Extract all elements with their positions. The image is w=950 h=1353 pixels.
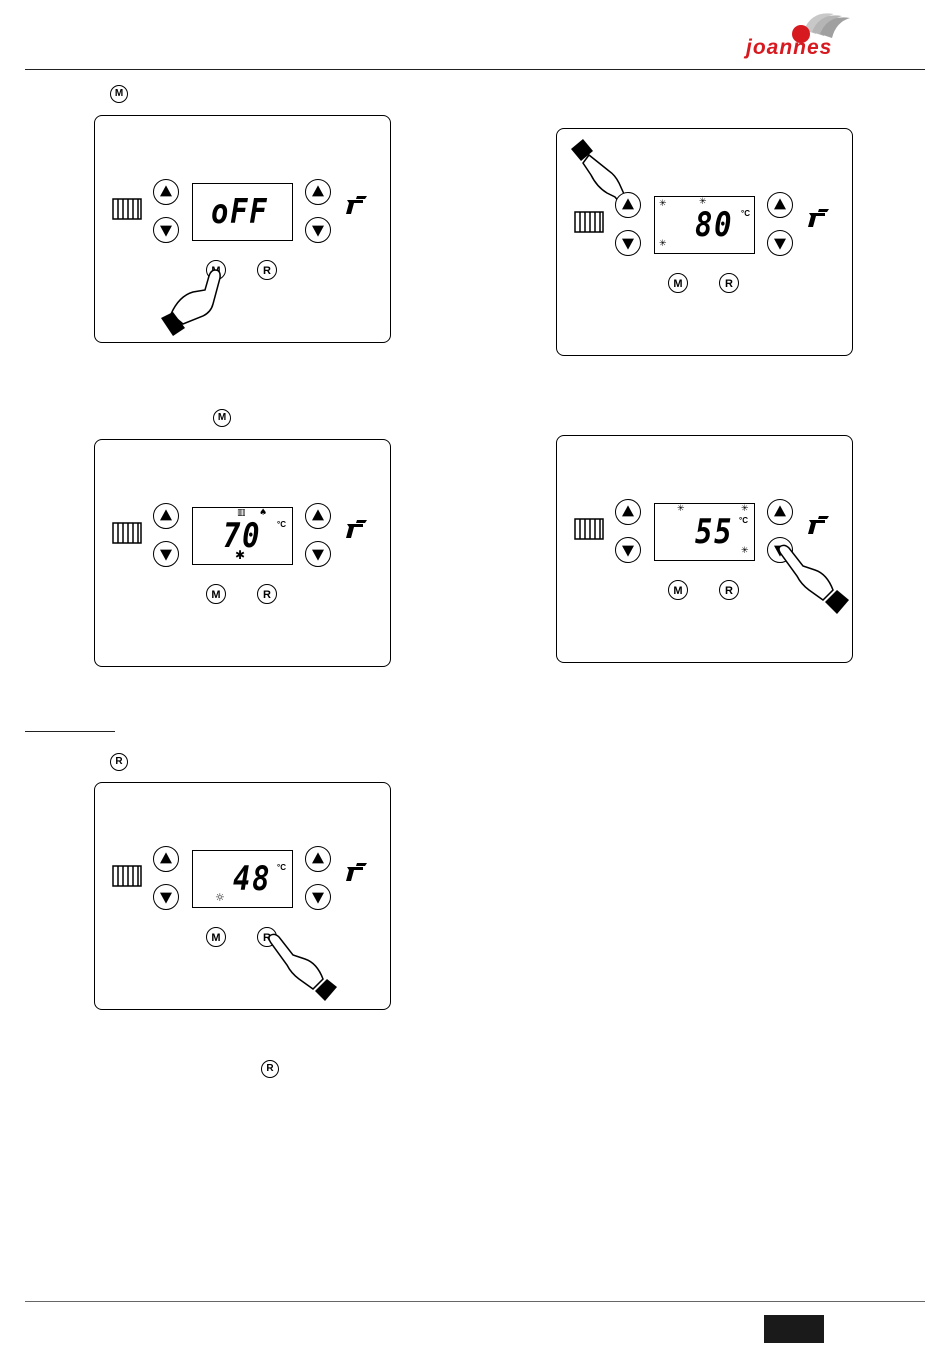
- dhw-down-button[interactable]: [767, 230, 793, 256]
- radiator-icon: [573, 209, 605, 235]
- reset-button[interactable]: R: [719, 580, 739, 600]
- control-panel-48: 48 °C ☼ M R: [94, 782, 391, 1010]
- lcd-unit: °C: [277, 520, 286, 529]
- section-underline: [25, 731, 115, 732]
- pointing-hand-icon: [775, 542, 851, 618]
- lcd-unit: °C: [739, 516, 748, 525]
- dhw-up-button[interactable]: [767, 192, 793, 218]
- tap-icon: [343, 518, 369, 542]
- lcd-unit: °C: [741, 209, 750, 218]
- dhw-down-button[interactable]: [305, 541, 331, 567]
- blink-down-indicator-icon: ✳: [659, 239, 667, 249]
- lcd-value: 80: [695, 205, 733, 245]
- heating-up-button[interactable]: [153, 179, 179, 205]
- brand-logo: joannes: [742, 8, 927, 66]
- lcd-display: ✳ ✳ ✳ 80 °C: [654, 196, 755, 254]
- lcd-display: oFF: [192, 183, 293, 241]
- heating-down-button[interactable]: [153, 541, 179, 567]
- lcd-display: ▥ ♠ 70 °C ✱: [192, 507, 293, 565]
- control-panel-80: ✳ ✳ ✳ 80 °C M R: [556, 128, 853, 356]
- radiator-icon: [573, 516, 605, 542]
- heating-up-button[interactable]: [615, 499, 641, 525]
- heating-down-button[interactable]: [153, 217, 179, 243]
- reset-button[interactable]: R: [257, 584, 277, 604]
- tap-icon: [805, 207, 831, 231]
- heating-down-button[interactable]: [615, 230, 641, 256]
- radiator-icon: [111, 520, 143, 546]
- lcd-unit: °C: [277, 863, 286, 872]
- lcd-display: ✳ ✳ ✳ 55 °C: [654, 503, 755, 561]
- mode-button[interactable]: M: [668, 580, 688, 600]
- control-panel-off: oFF M R: [94, 115, 391, 343]
- control-panel-55: ✳ ✳ ✳ 55 °C M R: [556, 435, 853, 663]
- reset-button[interactable]: R: [257, 260, 277, 280]
- tap-indicator-icon: ✳: [677, 504, 685, 514]
- heating-down-button[interactable]: [615, 537, 641, 563]
- control-panel-70: ▥ ♠ 70 °C ✱ M R: [94, 439, 391, 667]
- snowflake-icon: ✱: [235, 548, 245, 562]
- footer-rule: [25, 1301, 925, 1302]
- logo-text: joannes: [746, 36, 832, 60]
- blink-up-indicator-icon: ✳: [659, 199, 667, 209]
- dhw-up-button[interactable]: [305, 846, 331, 872]
- dhw-up-button[interactable]: [305, 503, 331, 529]
- lcd-value: 48: [233, 859, 271, 899]
- heating-up-button[interactable]: [615, 192, 641, 218]
- mode-button[interactable]: M: [668, 273, 688, 293]
- radiator-icon: [111, 196, 143, 222]
- pointing-hand-icon: [153, 266, 233, 344]
- tap-icon: [805, 514, 831, 538]
- dhw-down-button[interactable]: [305, 217, 331, 243]
- mode-button[interactable]: M: [206, 584, 226, 604]
- inline-m-button: M: [213, 409, 231, 427]
- radiator-icon: [111, 863, 143, 889]
- tap-icon: [343, 861, 369, 885]
- lcd-display: 48 °C ☼: [192, 850, 293, 908]
- blink-down-indicator-icon: ✳: [741, 546, 749, 556]
- blink-up-indicator-icon: ✳: [741, 504, 749, 514]
- dhw-up-button[interactable]: [767, 499, 793, 525]
- page-number-box: [764, 1315, 824, 1343]
- inline-m-button: M: [110, 85, 128, 103]
- dhw-up-button[interactable]: [305, 179, 331, 205]
- inline-r-button: R: [110, 753, 128, 771]
- pointing-hand-icon: [265, 931, 341, 1007]
- dhw-down-button[interactable]: [305, 884, 331, 910]
- tap-icon: [343, 194, 369, 218]
- inline-r-button: R: [261, 1060, 279, 1078]
- mode-button[interactable]: M: [206, 927, 226, 947]
- heating-up-button[interactable]: [153, 503, 179, 529]
- lcd-value: 55: [695, 512, 733, 552]
- reset-button[interactable]: R: [719, 273, 739, 293]
- header-rule: [25, 69, 925, 70]
- heating-down-button[interactable]: [153, 884, 179, 910]
- lcd-value: oFF: [211, 192, 268, 232]
- heating-up-button[interactable]: [153, 846, 179, 872]
- sun-icon: ☼: [215, 891, 225, 904]
